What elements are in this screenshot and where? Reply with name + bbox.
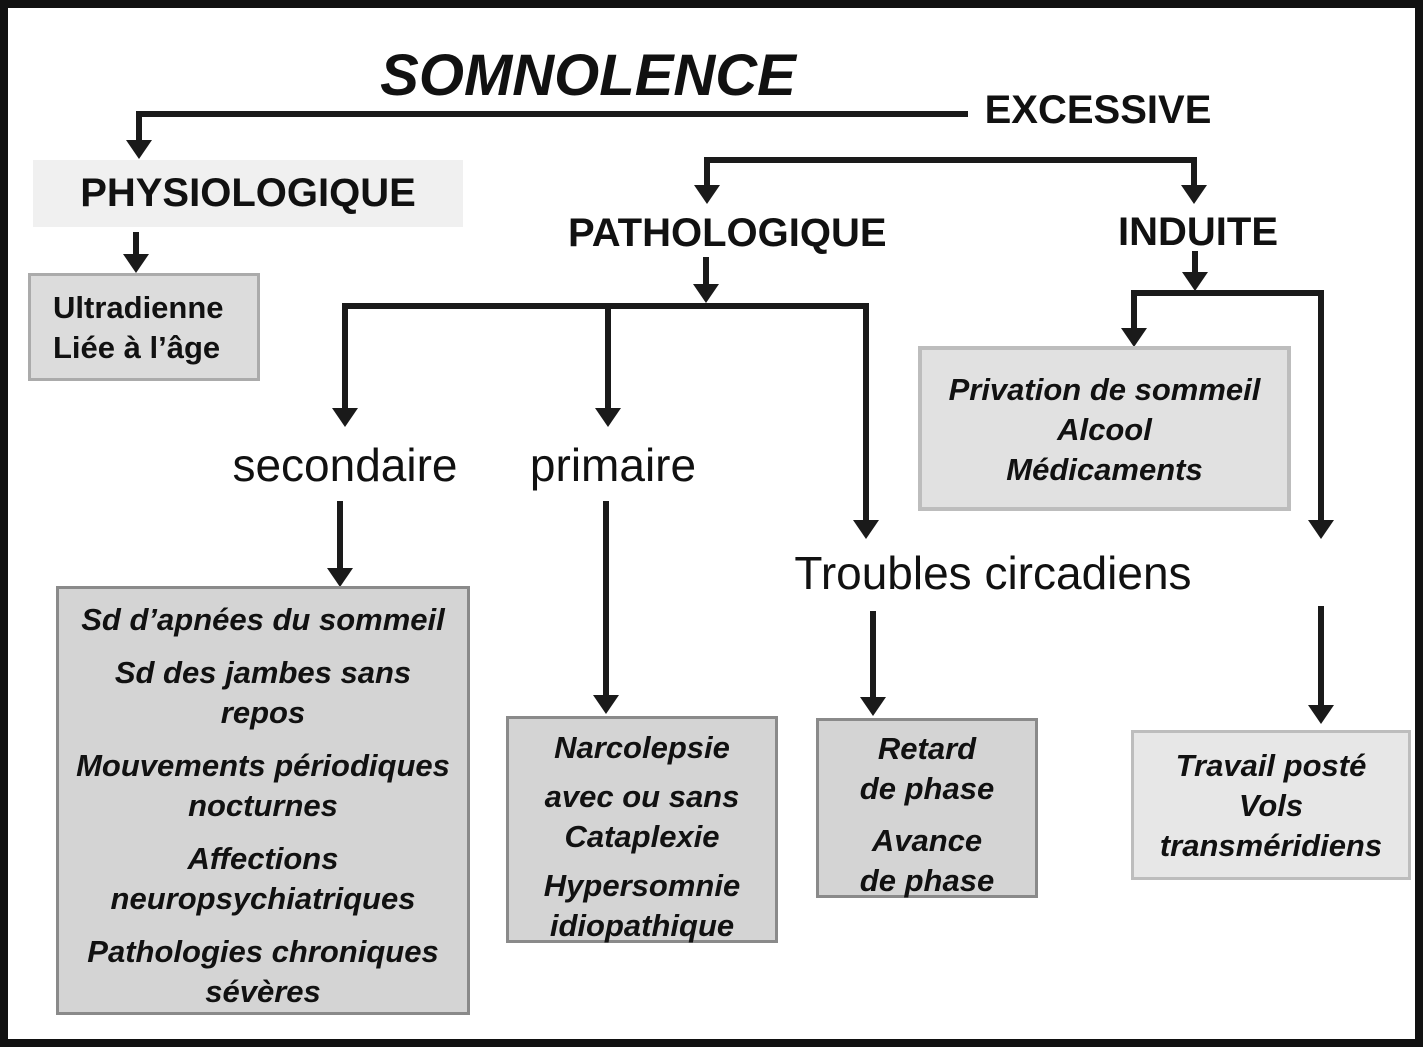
node-induite: INDUITE (1118, 210, 1278, 254)
box-line: Mouvements périodiques (76, 748, 450, 783)
box-physiologique-detail: Ultradienne Liée à l’âge (28, 273, 260, 381)
box-line: Avance (871, 823, 983, 858)
box-secondaire-detail: Sd d’apnées du sommeil Sd des jambes san… (56, 586, 470, 1015)
box-line: idiopathique (549, 908, 735, 943)
box-line: Hypersomnie (543, 868, 741, 903)
arrowhead-down-icon (860, 697, 886, 716)
line (136, 111, 142, 141)
box-line: Cataplexie (564, 819, 720, 854)
line (863, 303, 869, 520)
line (1191, 157, 1197, 186)
arrowhead-down-icon (332, 408, 358, 427)
box-line: Vols (1238, 788, 1304, 823)
box-line: sévères (205, 974, 321, 1009)
box-line: de phase (859, 863, 995, 898)
line (605, 303, 611, 408)
box-line: de phase (859, 771, 995, 806)
arrowhead-down-icon (693, 284, 719, 303)
arrowhead-down-icon (1182, 272, 1208, 291)
line (704, 157, 710, 186)
line (870, 611, 876, 697)
box-line: Médicaments (1006, 452, 1203, 487)
box-line: transméridiens (1159, 828, 1383, 863)
box-line: Liée à l’âge (53, 330, 221, 365)
box-circadien-detail: Retard de phase Avance de phase (816, 718, 1038, 898)
line (137, 111, 968, 117)
box-induite-detail-2: Travail posté Vols transméridiens (1131, 730, 1411, 880)
arrowhead-down-icon (1181, 185, 1207, 204)
node-primaire: primaire (529, 439, 697, 491)
box-line: Ultradienne (53, 290, 224, 325)
arrowhead-down-icon (123, 254, 149, 273)
node-physiologique: PHYSIOLOGIQUE (33, 160, 463, 227)
node-pathologique: PATHOLOGIQUE (568, 211, 887, 255)
title-qualifier-excessive: EXCESSIVE (984, 88, 1212, 132)
box-line: avec ou sans (544, 779, 740, 814)
box-line: Retard (877, 731, 977, 766)
box-line: Pathologies chroniques (87, 934, 439, 969)
line (703, 257, 709, 284)
line (1131, 290, 1324, 296)
box-line: Affections (187, 841, 339, 876)
arrowhead-down-icon (1121, 328, 1147, 347)
line (1192, 251, 1198, 274)
line (133, 232, 139, 254)
arrowhead-down-icon (694, 185, 720, 204)
box-line: Privation de sommeil (948, 372, 1261, 407)
title-somnolence: SOMNOLENCE (380, 43, 796, 108)
line (337, 501, 343, 568)
line (704, 157, 1197, 163)
line (1318, 290, 1324, 520)
node-troubles-circadiens: Troubles circadiens (794, 547, 1192, 599)
arrowhead-down-icon (593, 695, 619, 714)
line (342, 303, 348, 408)
line (603, 501, 609, 695)
arrowhead-down-icon (126, 140, 152, 159)
node-secondaire: secondaire (232, 439, 458, 491)
box-line: repos (220, 695, 306, 730)
line (1318, 606, 1324, 705)
box-line: neuropsychiatriques (110, 881, 416, 916)
box-induite-detail: Privation de sommeil Alcool Médicaments (918, 346, 1291, 511)
arrowhead-down-icon (327, 568, 353, 587)
box-line: Sd des jambes sans (114, 655, 412, 690)
box-primaire-detail: Narcolepsie avec ou sans Cataplexie Hype… (506, 716, 778, 943)
box-line: Alcool (1057, 412, 1152, 447)
box-line: Sd d’apnées du sommeil (81, 602, 445, 637)
arrowhead-down-icon (1308, 705, 1334, 724)
arrowhead-down-icon (853, 520, 879, 539)
box-line: Narcolepsie (554, 730, 730, 765)
arrowhead-down-icon (1308, 520, 1334, 539)
box-line: Travail posté (1175, 748, 1367, 783)
line (1131, 290, 1137, 328)
arrowhead-down-icon (595, 408, 621, 427)
box-line: nocturnes (188, 788, 338, 823)
